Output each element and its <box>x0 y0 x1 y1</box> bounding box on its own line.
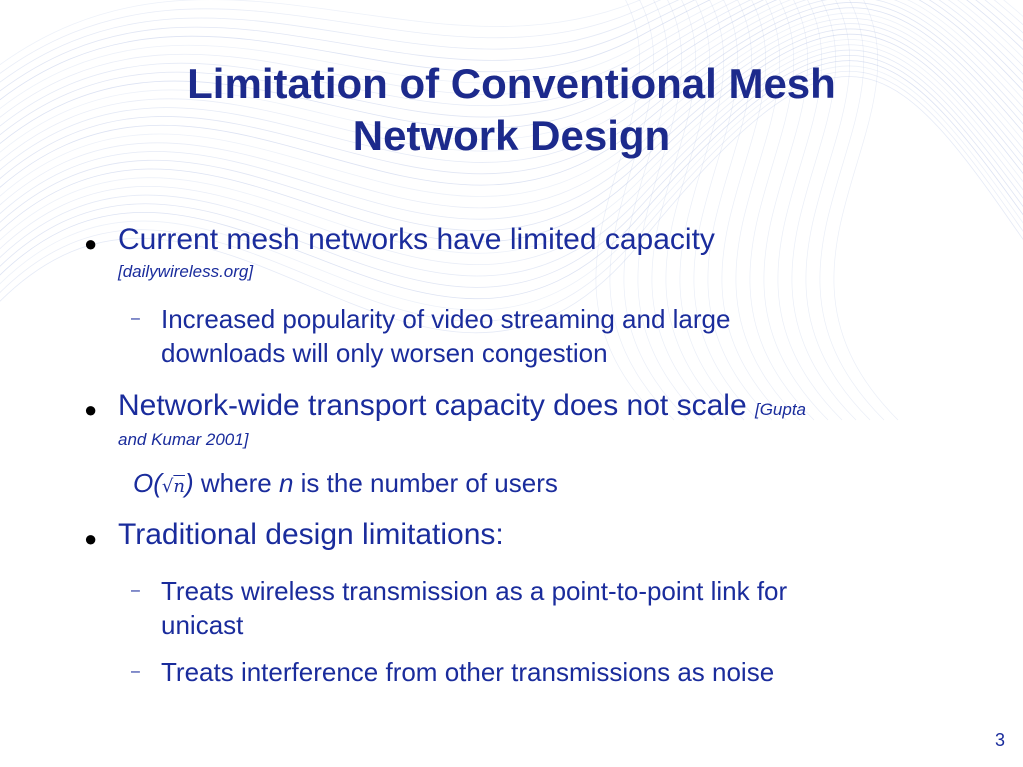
wave-line <box>0 49 1023 277</box>
bullet-dot-icon: ● <box>84 231 98 256</box>
wave-line <box>0 0 1023 118</box>
dash-icon: – <box>131 663 140 680</box>
wave-line <box>595 0 661 421</box>
wave-line <box>651 0 717 421</box>
bullet-2-citation: and Kumar 2001] <box>118 430 249 449</box>
slide-title: Limitation of Conventional Mesh Network … <box>60 58 963 162</box>
wave-line <box>0 0 1023 153</box>
wave-line <box>721 0 787 421</box>
wave-line <box>707 0 773 421</box>
bullet-1: Current mesh networks have limited capac… <box>118 223 988 257</box>
bullet-1-text: Current mesh networks have limited capac… <box>118 223 715 256</box>
dash-icon: – <box>131 310 140 327</box>
bullet-1-subitem-line-1: Increased popularity of video streaming … <box>161 304 731 334</box>
wave-line <box>0 33 1023 243</box>
wave-line <box>0 28 1023 231</box>
wave-line <box>0 0 1023 171</box>
wave-line <box>0 44 1023 265</box>
wave-line <box>735 0 801 421</box>
bullet-3-subitem-1-line-1: Treats wireless transmission as a point-… <box>161 576 788 606</box>
wave-line <box>0 65 1023 311</box>
wave-line <box>0 0 1023 83</box>
wave-line <box>749 0 815 421</box>
slide-title-line-2: Network Design <box>352 112 671 159</box>
wave-line <box>0 55 1023 288</box>
wave-line <box>0 0 1023 92</box>
wave-line <box>0 0 1023 145</box>
sqrt-symbol: √n <box>161 476 185 497</box>
bullet-2: Network-wide transport capacity does not… <box>118 389 988 427</box>
wave-line <box>763 0 829 421</box>
wave-line <box>0 0 1023 110</box>
wave-line <box>0 0 1023 162</box>
wave-line <box>0 0 1023 136</box>
bullet-2-text: Network-wide transport capacity does not… <box>118 389 747 422</box>
wave-line <box>0 23 1023 220</box>
bullet-3-subitem-2: Treats interference from other transmiss… <box>161 657 775 687</box>
bullet-3-subitem-1-line-2: unicast <box>161 610 244 640</box>
wave-line <box>0 17 1023 209</box>
bullet-dot-icon: ● <box>84 397 98 422</box>
wave-line <box>0 0 1023 75</box>
wave-line <box>791 0 857 421</box>
wave-line <box>0 76 1023 334</box>
wave-line <box>819 0 885 421</box>
wave-line <box>0 70 1023 322</box>
wave-line <box>0 0 1023 127</box>
wave-line <box>679 0 745 421</box>
bullet-1-citation: [dailywireless.org] <box>118 262 254 281</box>
page-number: 3 <box>994 730 1005 750</box>
scaling-formula: O(√n) where n is the number of users <box>133 468 558 498</box>
bullet-2-citation-a: [Gupta <box>754 400 807 419</box>
wave-line <box>0 60 1023 299</box>
wave-line <box>805 0 871 421</box>
wave-line <box>637 0 703 421</box>
wave-line <box>0 12 1023 197</box>
wave-line <box>609 0 675 421</box>
wave-line <box>0 39 1023 254</box>
wave-line <box>623 0 689 421</box>
bullet-3-text: Traditional design limitations: <box>118 518 504 551</box>
wave-line <box>833 0 899 421</box>
wave-line <box>0 7 1023 188</box>
wave-line <box>0 0 1023 66</box>
wave-line <box>665 0 731 421</box>
wave-line <box>0 2 1023 180</box>
bullet-3: Traditional design limitations: <box>118 518 988 552</box>
wave-line <box>0 0 1023 101</box>
bullet-1-subitem-line-2: downloads will only worsen congestion <box>161 338 608 368</box>
dash-icon: – <box>131 582 140 599</box>
wave-line <box>693 0 759 421</box>
bullet-dot-icon: ● <box>84 526 98 551</box>
wave-line <box>777 0 843 421</box>
slide-title-line-1: Limitation of Conventional Mesh <box>187 60 836 107</box>
